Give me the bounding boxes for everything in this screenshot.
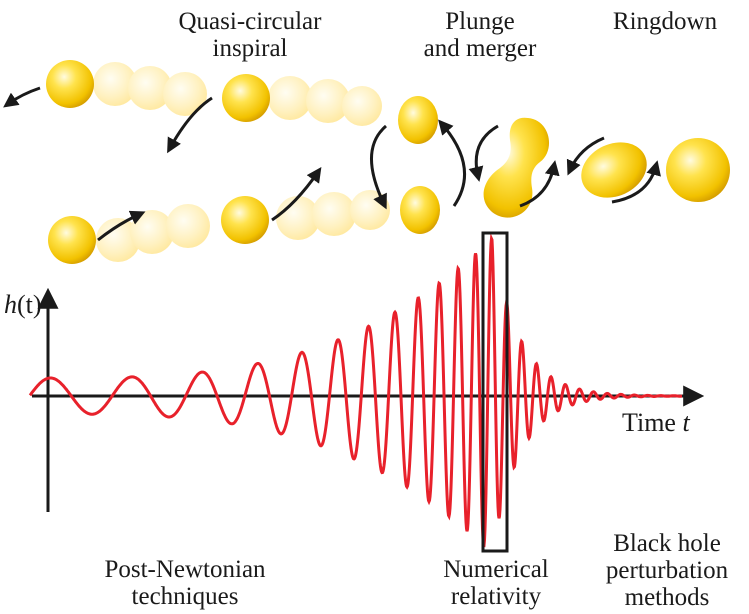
x-axis-label-t: t <box>682 408 690 437</box>
post-newtonian-label: Post-Newtonian techniques <box>80 556 290 610</box>
black-holes <box>46 60 730 264</box>
post-newtonian-line1: Post-Newtonian <box>104 556 266 583</box>
plunge-label-line2: and merger <box>423 35 537 62</box>
x-axis-label: Time t <box>622 408 690 438</box>
black-hole <box>400 186 440 234</box>
y-axis-label: h(t) <box>4 290 42 320</box>
lower-ghost-trail <box>96 190 390 262</box>
x-axis-label-time: Time <box>622 408 676 437</box>
merging-black-holes <box>483 117 550 218</box>
black-hole <box>398 96 438 144</box>
numerical-relativity-line1: Numerical <box>443 556 549 583</box>
inspiral-label-line1: Quasi-circular <box>178 8 322 35</box>
perturbation-line3: methods <box>624 584 710 611</box>
waveform-curve <box>28 232 682 548</box>
inspiral-label: Quasi-circular inspiral <box>160 8 340 62</box>
ringdown-label-text: Ringdown <box>612 8 718 35</box>
final-black-hole <box>666 138 730 202</box>
black-hole <box>48 216 96 264</box>
ringdown-label: Ringdown <box>590 8 740 35</box>
plunge-label-line1: Plunge <box>445 8 515 35</box>
numerical-relativity-line2: relativity <box>450 583 542 610</box>
perturbation-line2: perturbation <box>605 557 729 584</box>
y-axis-label-t: (t) <box>17 290 42 319</box>
axes <box>32 287 705 512</box>
orbit-arrows <box>3 86 661 242</box>
plunge-label: Plunge and merger <box>400 8 560 62</box>
ringdown-black-hole <box>581 142 647 198</box>
y-axis-label-h: h <box>4 290 17 319</box>
numerical-relativity-label: Numerical relativity <box>426 556 566 610</box>
black-hole <box>222 74 270 122</box>
inspiral-label-line2: inspiral <box>212 35 288 62</box>
perturbation-line1: Black hole <box>613 530 721 557</box>
black-hole <box>46 60 94 108</box>
black-hole <box>221 196 269 244</box>
post-newtonian-line2: techniques <box>131 583 239 610</box>
perturbation-label: Black hole perturbation methods <box>592 530 742 611</box>
numerical-relativity-box <box>481 231 509 553</box>
upper-ghost-trail <box>93 62 382 126</box>
